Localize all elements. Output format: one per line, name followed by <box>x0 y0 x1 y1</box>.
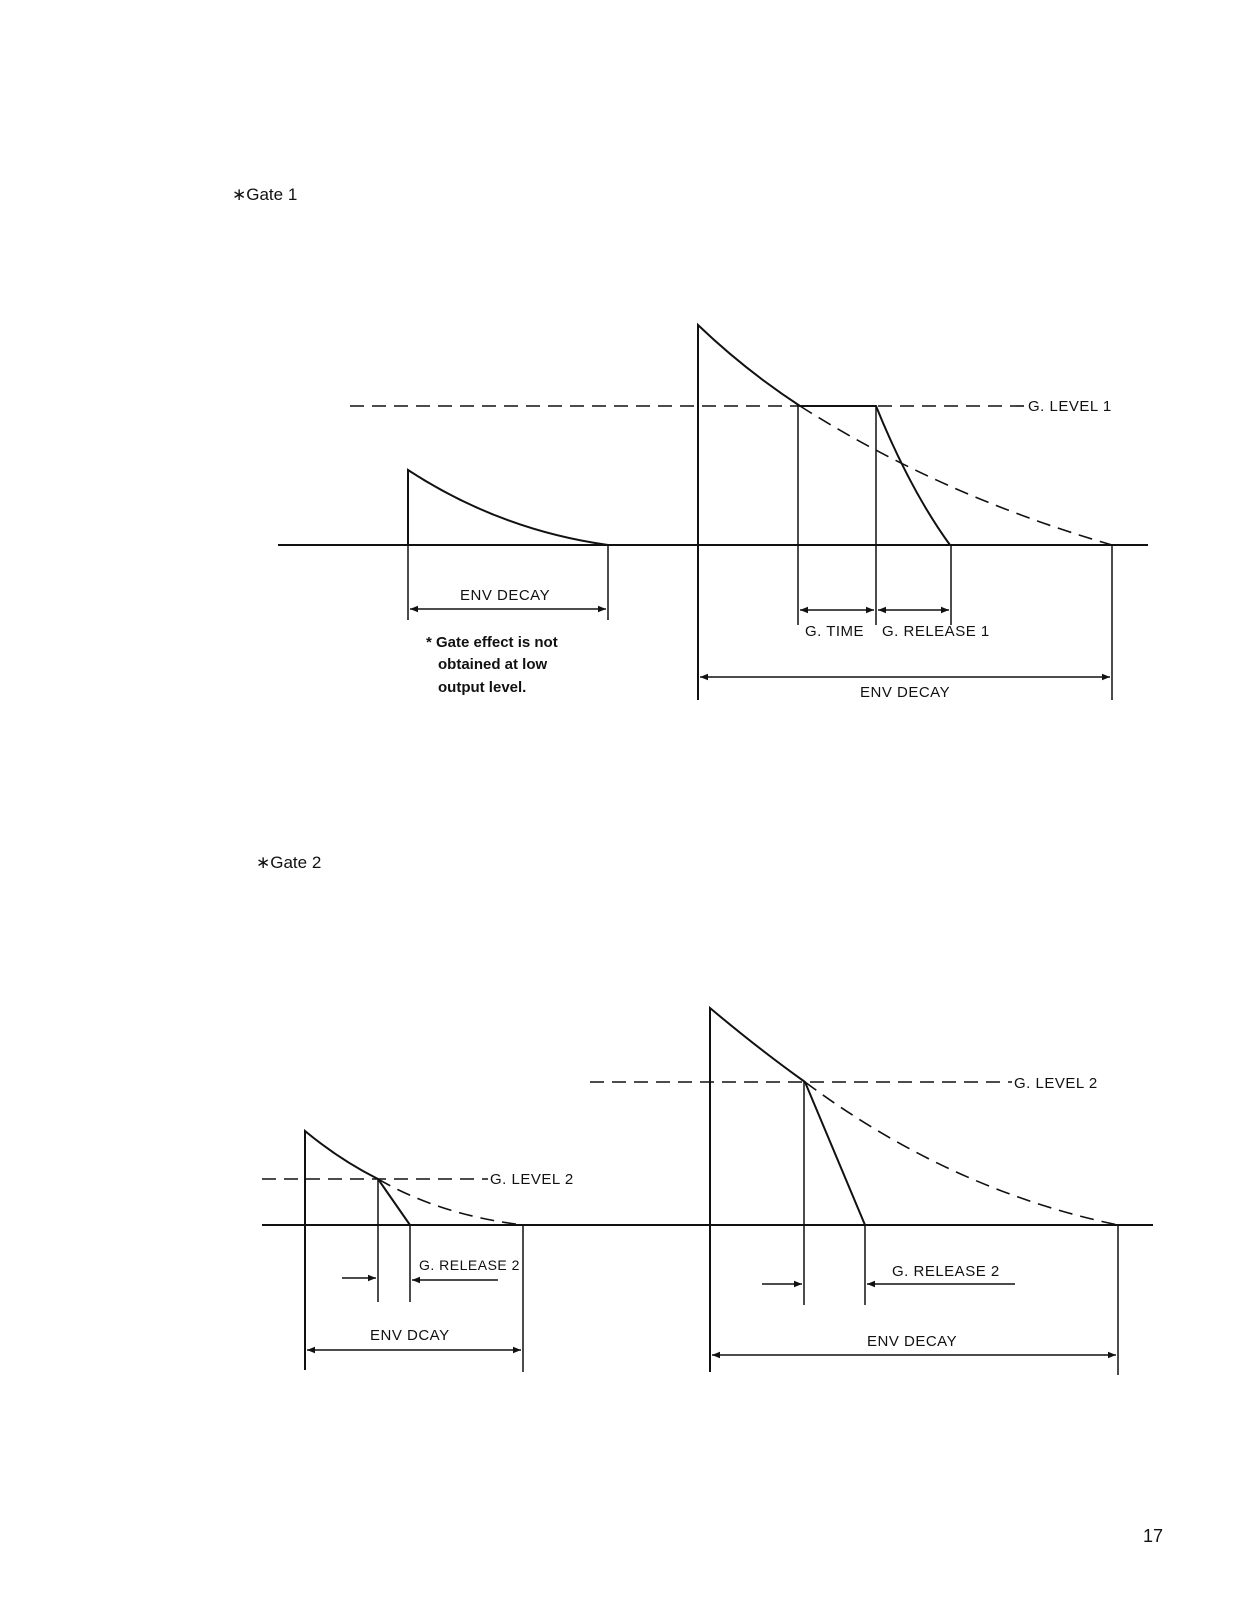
gate2-heading: ∗Gate 2 <box>256 853 321 872</box>
gate1-note-line2: obtained at low <box>438 656 548 673</box>
gate1-large-env-decay-label: ENV DECAY <box>860 684 950 701</box>
gate2-small-env-decay-label: ENV DCAY <box>370 1327 450 1344</box>
gate2-large-env-decay-label: ENV DECAY <box>867 1333 957 1350</box>
gate1-large-envelope <box>697 322 951 700</box>
gate1-natural-decay-curve <box>799 405 1113 546</box>
gate2-large-envelope <box>709 1005 866 1372</box>
page-number: 17 <box>1143 1526 1163 1546</box>
gate1-small-envelope <box>407 468 609 546</box>
gate1-heading: ∗Gate 1 <box>232 185 297 204</box>
gate2-small-level-label: G. LEVEL 2 <box>490 1171 574 1188</box>
gate2-small-natural-decay <box>377 1178 524 1226</box>
gate2-small-envelope <box>304 1128 411 1370</box>
gate2-large-level-label: G. LEVEL 2 <box>1014 1075 1098 1092</box>
gate1-small-env-decay-label: ENV DECAY <box>460 587 550 604</box>
gate1-release-label: G. RELEASE 1 <box>882 623 990 640</box>
gate1-note-line1: * Gate effect is not <box>426 634 558 651</box>
gate2-large-natural-decay <box>804 1081 1119 1226</box>
gate1-level-label: G. LEVEL 1 <box>1028 398 1112 415</box>
gate2-small-release-label: G. RELEASE 2 <box>419 1257 520 1273</box>
gate2-large-release-label: G. RELEASE 2 <box>892 1263 1000 1280</box>
gate1-note-line3: output level. <box>438 679 526 696</box>
gate1-time-label: G. TIME <box>805 623 864 640</box>
